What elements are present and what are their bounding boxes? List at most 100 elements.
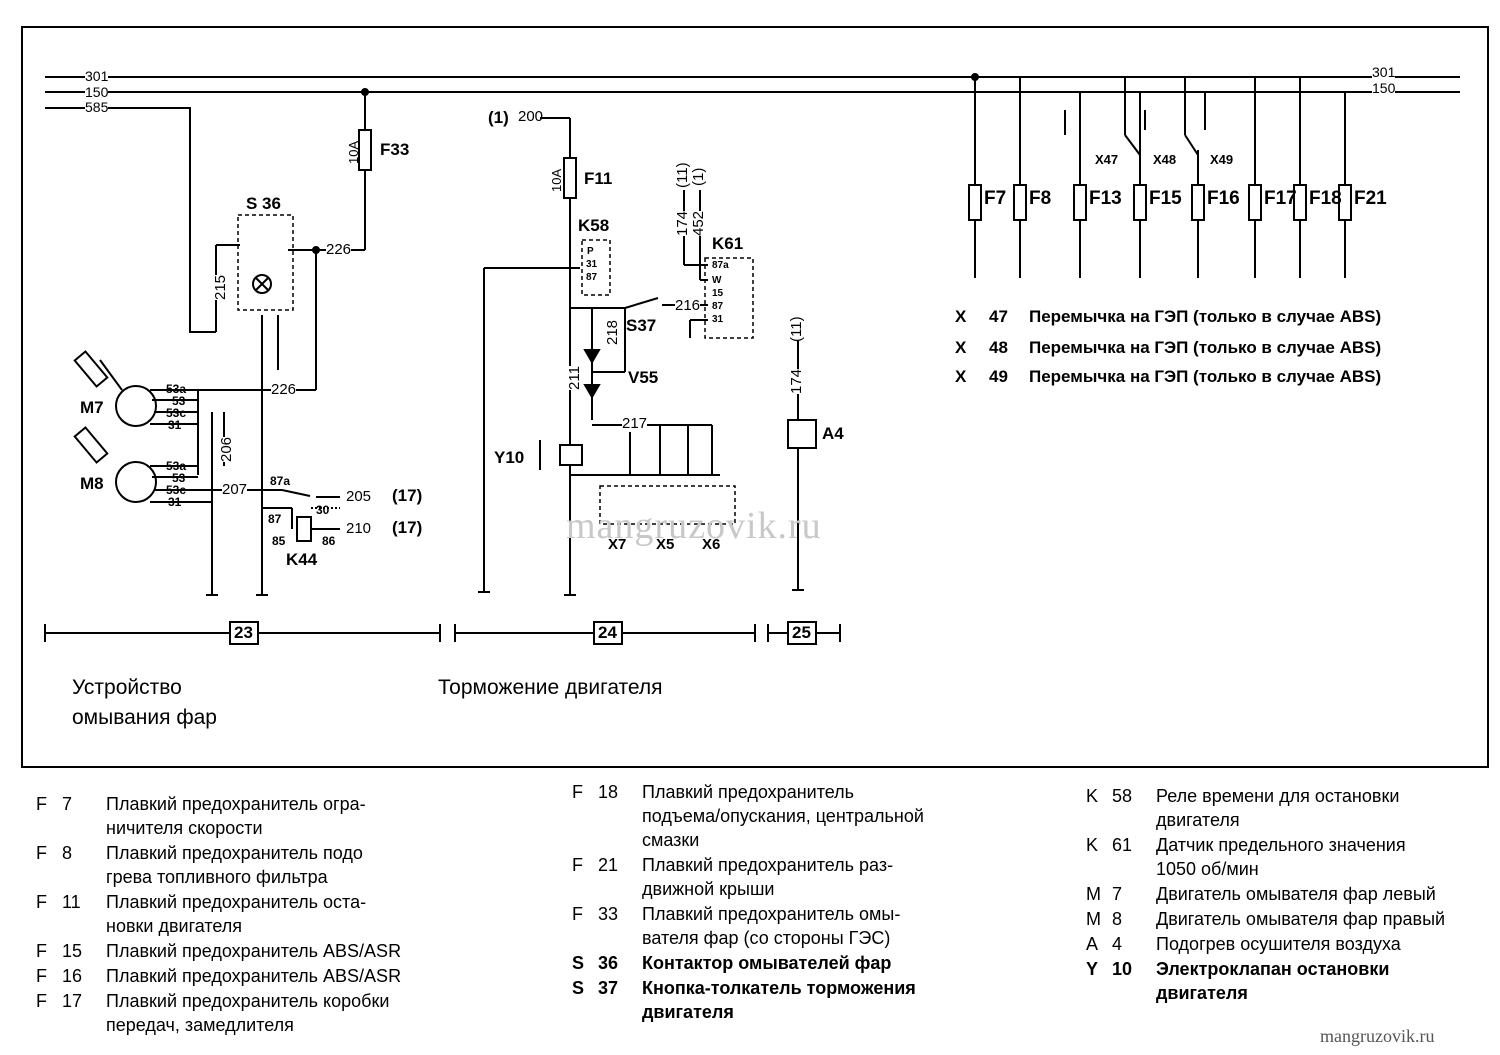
label-f8: F8 [1029,188,1052,209]
jumper-x47: X47 [1095,152,1119,167]
wire-452: 452 [690,210,707,236]
watermark: mangruzovik.ru [566,505,822,547]
wire-205: 205 [346,488,372,505]
label-f11: F11 [584,169,613,188]
pin-m7-31: 31 [168,418,182,432]
fuse-f8 [1013,184,1027,221]
wire-215: 215 [212,274,229,300]
pin-k58-p: P [587,246,594,257]
pin-m8-53: 53 [172,471,186,485]
pin-k44-87: 87 [268,512,282,526]
wire-211: 211 [566,366,583,390]
wire-174-a4: 174 [788,368,805,394]
label-f17: F17 [1264,188,1297,209]
jumper-x49: X49 [1210,152,1234,167]
wire-ref-1-k61: (1) [690,167,707,186]
wire-216: 216 [675,297,701,314]
pin-k44-87a: 87a [270,474,291,488]
wire-ref-17-b: (17) [392,518,423,537]
pin-m7-53c: 53c [166,406,187,420]
label-v55: V55 [628,368,659,387]
diode-v55-a [583,349,601,364]
motor-m7 [115,385,157,427]
pin-k61-87a: 87a [712,260,729,271]
label-y10: Y10 [494,448,525,467]
label-f11-rating: 10A [549,168,564,192]
pin-m7-53a: 53a [166,382,187,396]
wire-ref-1: (1) [488,108,509,127]
pin-k61-31: 31 [712,314,724,325]
bus-label-301: 301 [85,68,109,84]
pin-k61-15: 15 [712,288,724,299]
heater-a4 [787,419,817,449]
fuse-f13 [1073,184,1087,221]
pin-k61-w: W [712,275,722,286]
pin-k44-85: 85 [272,534,286,548]
wire-ref-11-a4: (11) [788,316,805,342]
label-f18: F18 [1309,188,1342,209]
motor-m8 [115,461,157,503]
wire-207: 207 [222,481,248,498]
wire-226-top: 226 [326,241,352,258]
label-s36: S 36 [246,194,281,213]
bus-label-150: 150 [85,84,109,100]
fuse-f11 [563,157,577,199]
section-25: 25 [792,623,811,642]
wire-210: 210 [346,520,372,537]
label-f16: F16 [1207,188,1240,209]
wire-174-k61: 174 [674,210,691,236]
k61-box [704,257,754,339]
label-m7: M7 [80,398,104,417]
label-s37: S37 [626,316,657,335]
pin-k58-31: 31 [586,259,598,270]
diode-v55-b [583,384,601,399]
diagram-frame [21,26,1489,768]
bus-label-301-right: 301 [1372,64,1396,80]
pin-k58-87: 87 [586,272,598,283]
s36-box [237,214,294,311]
section-24: 24 [598,623,617,642]
label-f7: F7 [984,188,1007,209]
pin-k44-86: 86 [322,534,336,548]
relay-k44 [296,516,312,542]
section-23: 23 [234,623,253,642]
label-x7: X7 [608,536,627,553]
valve-y10 [559,444,583,466]
wire-ref-17-a: (17) [392,486,423,505]
label-k58: K58 [578,216,610,235]
label-f33-rating: 10A [346,140,361,164]
wire-206: 206 [218,436,235,462]
label-f33: F33 [380,140,410,159]
wire-585 [130,107,216,333]
label-f21: F21 [1354,188,1387,209]
wire-217: 217 [622,415,648,432]
fuse-f17 [1248,184,1262,221]
label-f13: F13 [1089,188,1122,209]
fuse-f15 [1133,184,1147,221]
pin-m8-31: 31 [168,495,182,509]
label-m8: M8 [80,474,104,493]
section-title-engine-brake: Торможение двигателя [438,676,663,699]
